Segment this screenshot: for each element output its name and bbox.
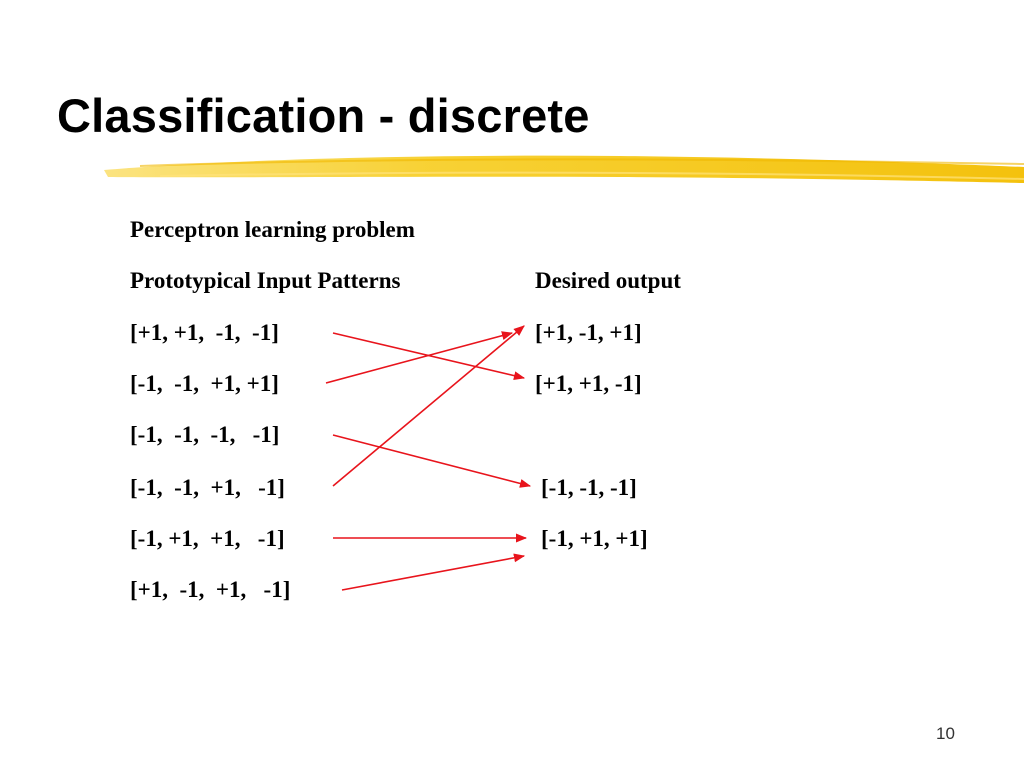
output-column-header: Desired output (535, 268, 681, 293)
input-pattern-5: [-1, +1, +1, -1] (130, 526, 285, 551)
input-pattern-2: [-1, -1, +1, +1] (130, 371, 279, 396)
output-pattern-2: [+1, +1, -1] (535, 371, 642, 396)
output-pattern-3: [-1, -1, -1] (541, 475, 637, 500)
page-number: 10 (936, 724, 955, 743)
mapping-arrow-6 (341, 553, 526, 591)
subtitle: Perceptron learning problem (130, 217, 415, 242)
output-pattern-1: [+1, -1, +1] (535, 320, 642, 345)
mapping-arrow-3 (332, 434, 532, 488)
input-pattern-6: [+1, -1, +1, -1] (130, 577, 291, 602)
input-column-header: Prototypical Input Patterns (130, 268, 401, 293)
input-pattern-4: [-1, -1, +1, -1] (130, 475, 285, 500)
highlighter-stroke-decoration (104, 155, 1024, 183)
input-pattern-3: [-1, -1, -1, -1] (130, 422, 280, 447)
mapping-arrow-4 (332, 325, 525, 487)
slide-title: Classification - discrete (57, 89, 590, 142)
mapping-arrow-2 (325, 331, 514, 384)
output-pattern-4: [-1, +1, +1] (541, 526, 648, 551)
input-pattern-1: [+1, +1, -1, -1] (130, 320, 279, 345)
